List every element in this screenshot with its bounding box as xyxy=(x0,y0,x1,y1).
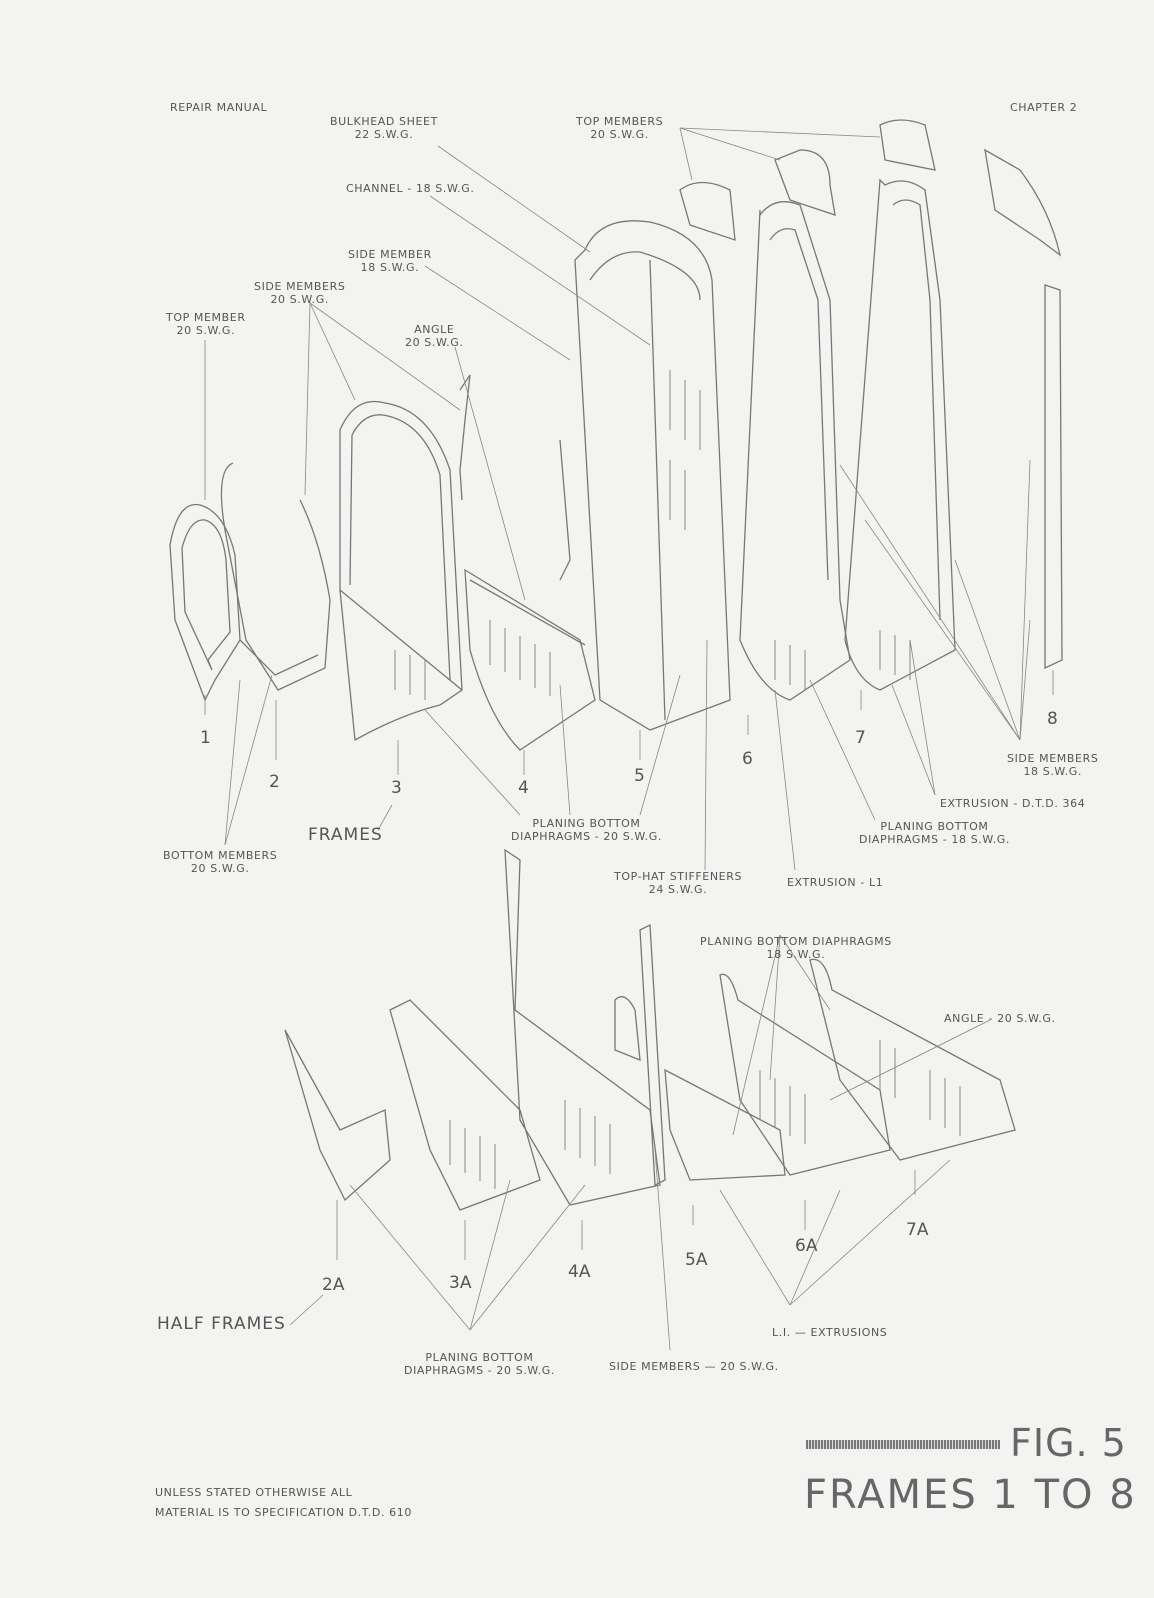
label-line: 20 S.W.G. xyxy=(190,862,250,875)
label-line: 20 S.W.G. xyxy=(176,324,236,337)
frame-number-4: 4 xyxy=(518,778,529,798)
label-extrusion-l1: EXTRUSION - L1 xyxy=(787,876,883,889)
label-line: PLANING BOTTOM xyxy=(880,820,989,833)
frame-3-part xyxy=(339,374,471,742)
label-line: 18 S.W.G. xyxy=(766,948,826,961)
header-left: REPAIR MANUAL xyxy=(170,101,268,114)
half-frames-title: HALF FRAMES xyxy=(157,1314,286,1334)
label-planing-bottom-18: PLANING BOTTOM DIAPHRAGMS - 18 S.W.G. xyxy=(859,820,1010,846)
label-side-members-20-half: SIDE MEMBERS — 20 S.W.G. xyxy=(609,1360,779,1373)
label-line: CHANNEL - 18 S.W.G. xyxy=(346,182,475,195)
label-line: 20 S.W.G. xyxy=(405,336,464,349)
frame-7-part xyxy=(844,119,956,691)
label-line: SIDE MEMBERS xyxy=(254,280,346,293)
label-line: 18 S.W.G. xyxy=(360,261,420,274)
frame-number-8: 8 xyxy=(1047,709,1058,729)
label-side-members-20: SIDE MEMBERS 20 S.W.G. xyxy=(254,280,345,306)
half-frame-number-4a: 4A xyxy=(568,1262,591,1282)
label-line: 22 S.W.G. xyxy=(354,128,414,141)
label-line: 18 S.W.G. xyxy=(1023,765,1082,778)
label-line: ANGLE xyxy=(414,323,455,336)
half-frame-6a-part xyxy=(719,973,891,1176)
half-frame-number-7a: 7A xyxy=(906,1220,929,1240)
label-line: DIAPHRAGMS - 20 S.W.G. xyxy=(404,1364,555,1377)
label-line: SIDE MEMBER xyxy=(348,248,432,261)
figure-number: FIG. 5 xyxy=(1010,1421,1127,1465)
label-line: TOP MEMBERS xyxy=(576,115,664,128)
half-frame-number-5a: 5A xyxy=(685,1250,708,1270)
label-line: BULKHEAD SHEET xyxy=(330,115,438,128)
label-planing-bottom-diaphragms-18: PLANING BOTTOM DIAPHRAGMS 18 S.W.G. xyxy=(700,935,892,961)
frame-number-5: 5 xyxy=(634,766,645,786)
frame-1-part xyxy=(169,462,331,702)
label-line: BOTTOM MEMBERS xyxy=(163,849,278,862)
label-line: L.I. — EXTRUSIONS xyxy=(772,1326,888,1339)
label-line: SIDE MEMBERS — 20 S.W.G. xyxy=(609,1360,779,1373)
figure-rule xyxy=(806,1440,1000,1449)
half-frame-number-6a: 6A xyxy=(795,1236,818,1256)
half-frame-3a-part xyxy=(389,999,541,1211)
label-line: 20 S.W.G. xyxy=(270,293,329,306)
label-line: PLANING BOTTOM xyxy=(532,817,641,830)
frame-5-part xyxy=(559,220,731,731)
frame-number-6: 6 xyxy=(742,749,753,769)
label-line: 24 S.W.G. xyxy=(648,883,708,896)
half-frame-7a-part xyxy=(809,958,1016,1161)
label-line: EXTRUSION - L1 xyxy=(787,876,884,889)
footer-line: UNLESS STATED OTHERWISE ALL xyxy=(155,1486,353,1499)
label-side-member-18: SIDE MEMBER 18 S.W.G. xyxy=(348,248,432,274)
label-bottom-members: BOTTOM MEMBERS 20 S.W.G. xyxy=(163,849,277,875)
half-frame-number-2a: 2A xyxy=(322,1275,345,1295)
figure-title: FRAMES 1 TO 8 xyxy=(804,1472,1137,1518)
label-line: TOP MEMBER xyxy=(166,311,246,324)
frame-8-part xyxy=(984,148,1063,670)
label-line: 20 S.W.G. xyxy=(590,128,649,141)
header-right: CHAPTER 2 xyxy=(1010,101,1078,114)
footer-line: MATERIAL IS TO SPECIFICATION D.T.D. 610 xyxy=(155,1506,412,1519)
label-top-members: TOP MEMBERS 20 S.W.G. xyxy=(576,115,663,141)
label-top-member-20: TOP MEMBER 20 S.W.G. xyxy=(166,311,246,337)
label-top-hat-stiffeners: TOP-HAT STIFFENERS 24 S.W.G. xyxy=(614,870,742,896)
label-planing-bottom-20: PLANING BOTTOM DIAPHRAGMS - 20 S.W.G. xyxy=(511,817,662,843)
label-line: TOP-HAT STIFFENERS xyxy=(614,870,743,883)
half-frame-number-3a: 3A xyxy=(449,1273,472,1293)
half-frame-2a-part xyxy=(284,1029,391,1202)
label-bulkhead-sheet: BULKHEAD SHEET 22 S.W.G. xyxy=(330,115,438,141)
label-extrusion-dtd: EXTRUSION - D.T.D. 364 xyxy=(940,797,1085,810)
label-line: EXTRUSION - D.T.D. 364 xyxy=(940,797,1086,810)
label-channel: CHANNEL - 18 S.W.G. xyxy=(346,182,474,195)
label-line: PLANING BOTTOM DIAPHRAGMS xyxy=(700,935,892,948)
frame-number-1: 1 xyxy=(200,728,211,748)
half-frame-5a-part xyxy=(614,923,786,1187)
label-planing-bottom-20-half: PLANING BOTTOM DIAPHRAGMS - 20 S.W.G. xyxy=(404,1351,555,1377)
label-line: ANGLE - 20 S.W.G. xyxy=(944,1012,1056,1025)
frame-6-part xyxy=(679,149,851,701)
label-line: DIAPHRAGMS - 18 S.W.G. xyxy=(859,833,1010,846)
half-frame-4a-part xyxy=(504,848,661,1206)
lightening-slots xyxy=(394,370,911,700)
label-side-members-18: SIDE MEMBERS 18 S.W.G. xyxy=(1007,752,1098,778)
frame-number-7: 7 xyxy=(855,728,866,748)
label-line: DIAPHRAGMS - 20 S.W.G. xyxy=(511,830,662,843)
frames-title: FRAMES xyxy=(308,825,383,845)
frame-4-part xyxy=(464,568,596,751)
label-line: PLANING BOTTOM xyxy=(425,1351,534,1364)
label-angle-20: ANGLE 20 S.W.G. xyxy=(405,323,464,349)
label-angle-20-half: ANGLE - 20 S.W.G. xyxy=(944,1012,1056,1025)
leader-lines xyxy=(204,127,1054,1351)
label-l1-extrusions: L.I. — EXTRUSIONS xyxy=(772,1326,887,1339)
frame-number-3: 3 xyxy=(391,778,402,798)
frame-number-2: 2 xyxy=(269,772,280,792)
footer-note: UNLESS STATED OTHERWISE ALL MATERIAL IS … xyxy=(155,1483,412,1523)
label-line: SIDE MEMBERS xyxy=(1007,752,1099,765)
